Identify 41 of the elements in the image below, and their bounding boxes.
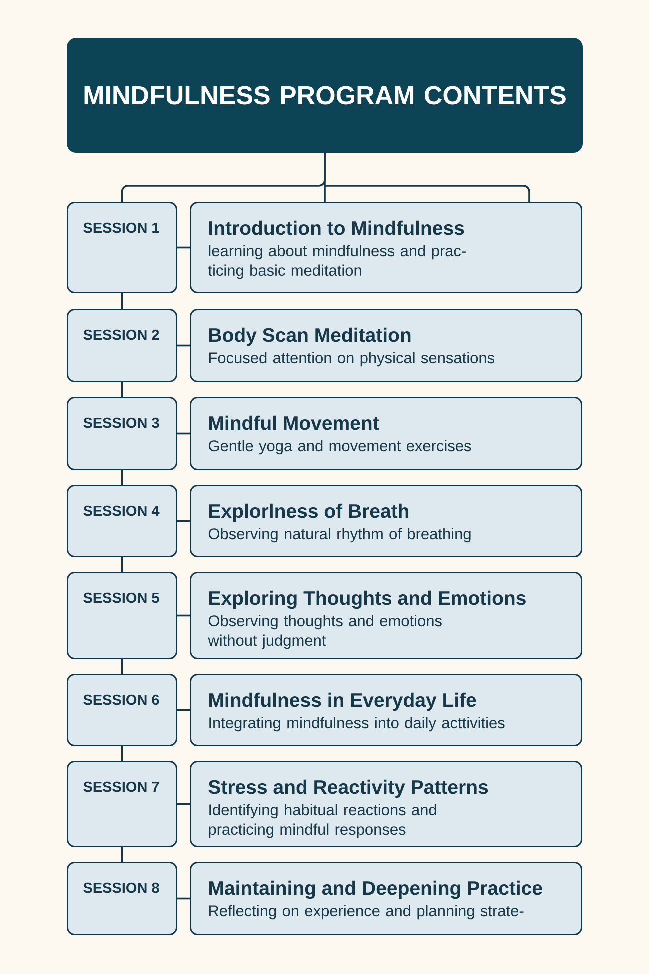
session-title: Exploring Thoughts and Emotions [210, 590, 526, 610]
title-box: MINDFULNESS PROGRAM CONTENTS [67, 38, 583, 153]
session-description: learning about mindfulness and prac- ticing basic meditation [208, 245, 466, 280]
connector-line [324, 152, 530, 203]
session-title: Explorlness of Breath [210, 504, 409, 522]
session-box: SESSION 6 [67, 674, 178, 746]
connector-line [121, 558, 124, 572]
session-box: SESSION 1 [67, 202, 178, 294]
session-title: Mindful Movement [210, 416, 380, 430]
connector-line [178, 246, 190, 249]
connector-line [121, 382, 124, 397]
session-description: Integrating mindfulness into daily acttivities [210, 717, 505, 732]
session-box: SESSION 3 [67, 397, 178, 470]
session-description: Reflecting on experience and planning strate- [209, 905, 524, 920]
session-title: Maintaining and Deepening Practice [210, 880, 542, 900]
session-title: Body Scan Meditation [210, 328, 411, 346]
session-box: SESSION 2 [67, 309, 178, 382]
connector-line [121, 470, 124, 485]
session-title: Stress and Reactivity Patterns [208, 780, 488, 798]
connector-line [121, 848, 124, 862]
session-box: SESSION 4 [67, 485, 178, 558]
session-description: Gentle yoga and movement exercises [208, 440, 472, 455]
session-description: Observing thoughts and emotions without judgment [208, 615, 442, 650]
connector-line [121, 294, 124, 309]
connector-line [178, 614, 190, 617]
session-box: SESSION 5 [67, 572, 178, 660]
session-description: Observing natural rhythm of breathing [208, 528, 471, 543]
session-box: SESSION 8 [67, 862, 178, 936]
session-box: SESSION 7 [67, 761, 178, 848]
connector-line [178, 898, 190, 900]
connector-line [121, 746, 124, 761]
connector-line [178, 432, 190, 435]
session-description: Focused attention on physical sensations [209, 352, 494, 367]
session-title: Mindfulness in Everyday Life [210, 692, 476, 712]
connector-line [178, 520, 190, 522]
connector-line [121, 660, 124, 674]
connector-line [178, 709, 190, 712]
connector-line [178, 803, 190, 806]
session-title: Introduction to Mindfulness [210, 220, 464, 236]
connector-line [178, 344, 190, 347]
session-description: Identifying habitual reactions and practicing mindful responses [209, 804, 436, 838]
